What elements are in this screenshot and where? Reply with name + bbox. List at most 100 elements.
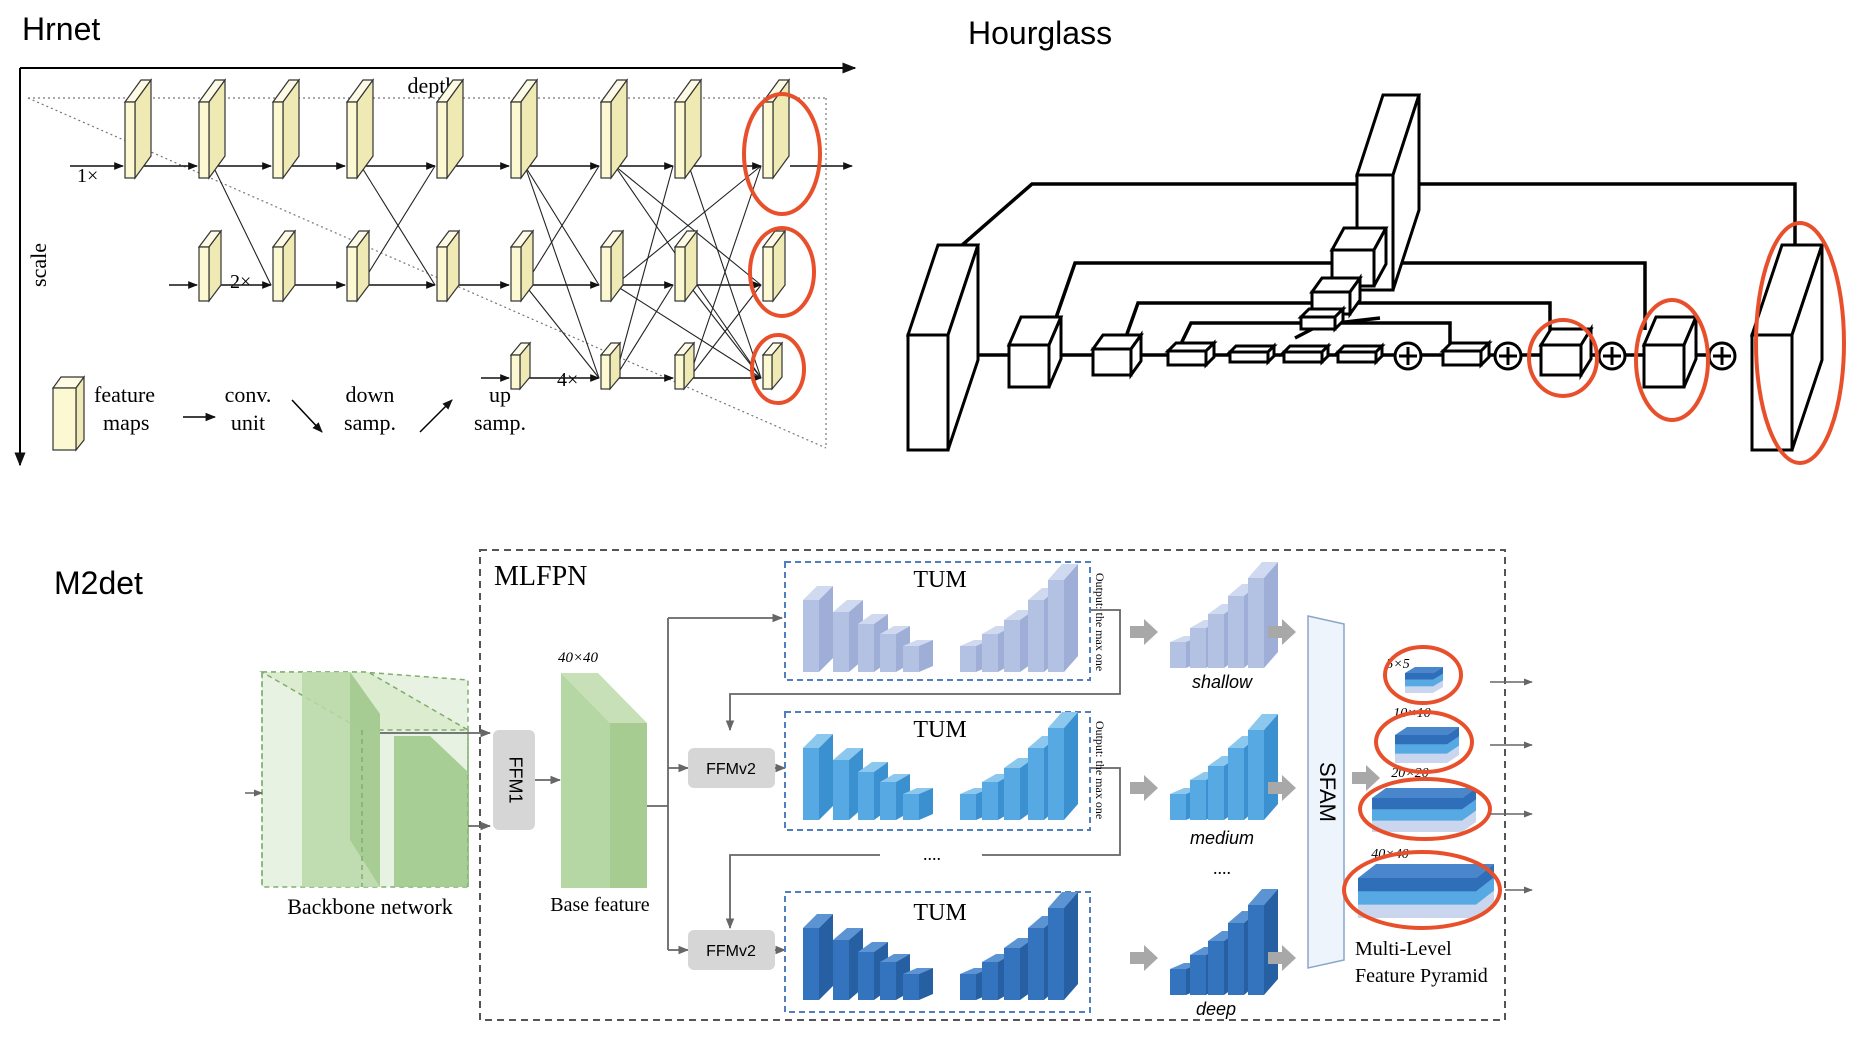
hrnet-feature-map xyxy=(345,229,371,303)
hourglass-block xyxy=(905,243,981,452)
pyramid-level xyxy=(1395,727,1459,763)
medium-deep-dots: .... xyxy=(1213,858,1231,878)
gray-arrow xyxy=(1268,619,1296,645)
tum-decoder-block xyxy=(1048,712,1078,820)
hourglass-block xyxy=(1297,305,1347,333)
hourglass-block xyxy=(1280,342,1332,366)
hrnet-cross-link xyxy=(614,284,762,379)
tum-decoder-block xyxy=(1048,564,1078,672)
output-feature-block xyxy=(1248,889,1278,995)
gray-arrow xyxy=(1268,775,1296,801)
hrnet-feature-map xyxy=(509,78,539,180)
scale-axis-label: scale xyxy=(26,243,51,287)
hourglass-block xyxy=(1439,339,1493,369)
tum-medium-label: TUM xyxy=(913,717,966,743)
tum-blocks xyxy=(803,562,1278,1000)
hourglass-highlight-3 xyxy=(1754,221,1846,465)
tum-deep-label: TUM xyxy=(913,900,966,926)
tum-decoder-block xyxy=(1048,892,1078,1000)
base-feature-size: 40×40 xyxy=(558,650,599,666)
pyramid-slab xyxy=(1372,788,1476,810)
hrnet-feature-map xyxy=(761,341,784,391)
hrnet-feature-map xyxy=(271,229,297,303)
hrnet-cross-link xyxy=(524,165,600,286)
hrnet-cross-link xyxy=(212,165,272,286)
gray-arrow xyxy=(1130,945,1158,971)
m2det-panel: M2det MLFPN Backbone network FFM1 xyxy=(54,549,1533,1021)
hrnet-highlight-2x xyxy=(748,226,816,318)
hrnet-cross-link xyxy=(614,165,674,379)
hourglass-title: Hourglass xyxy=(968,15,1112,51)
hourglass-block xyxy=(1641,315,1699,389)
hourglass-add-node xyxy=(1597,341,1627,371)
sfam-label: SFAM xyxy=(1315,762,1340,822)
hourglass-add-node xyxy=(1493,341,1523,371)
pyramid-label-2: Feature Pyramid xyxy=(1355,965,1488,987)
medium-label: medium xyxy=(1190,828,1254,848)
tum-encoder-block xyxy=(803,586,833,672)
gray-arrow xyxy=(1352,765,1380,791)
pyramid-highlight-5 xyxy=(1383,645,1463,705)
hourglass-block xyxy=(1006,315,1064,389)
hourglass-add-node xyxy=(1393,341,1423,371)
sfam-block xyxy=(1307,615,1345,969)
tum-encoder-block xyxy=(803,914,833,1000)
base-feature-label: Base feature xyxy=(550,894,650,916)
hrnet-feature-map xyxy=(761,229,787,303)
gray-arrow xyxy=(1130,775,1158,801)
mlfpn-frame xyxy=(479,549,1506,1021)
pyramid-output-arrows xyxy=(1490,678,1533,894)
ffmv2-label-1: FFMv2 xyxy=(706,761,756,778)
hrnet-cross-link xyxy=(688,165,762,379)
hourglass-block xyxy=(1334,342,1386,366)
pyramid-slab xyxy=(1405,667,1443,680)
hourglass-highlight-1 xyxy=(1527,318,1599,398)
tum-shallow-frame xyxy=(784,561,1091,681)
hrnet-cross-link xyxy=(524,284,600,379)
pyramid-level xyxy=(1372,788,1476,832)
legend-down-arrow xyxy=(291,399,323,433)
hrnet-feature-map xyxy=(599,229,625,303)
gray-flow-arrows xyxy=(1130,619,1380,971)
tum-shallow-label: TUM xyxy=(913,567,966,593)
pyramid-level xyxy=(1405,667,1443,693)
hrnet-feature-map xyxy=(673,229,699,303)
hrnet-feature-map xyxy=(197,78,227,180)
hrnet-highlight-4x xyxy=(750,333,806,405)
tum-encoder-block xyxy=(903,788,933,820)
hrnet-feature-map xyxy=(673,78,703,180)
hrnet-cross-link xyxy=(688,284,762,379)
hourglass-panel: Hourglass xyxy=(905,15,1846,465)
hrnet-feature-map xyxy=(599,78,629,180)
tum-encoder-block xyxy=(803,734,833,820)
legend-feature-label: feature xyxy=(94,382,155,407)
legend-upsamp-label: samp. xyxy=(474,410,526,435)
hourglass-block xyxy=(1164,339,1218,369)
hrnet-cross-link xyxy=(524,165,600,379)
hrnet-feature-map xyxy=(435,78,465,180)
tum-encoder-block xyxy=(903,640,933,672)
hrnet-panel: Hrnet depth scale 1× 2× 4× feature maps … xyxy=(14,11,857,467)
hrnet-cross-link xyxy=(614,165,762,286)
multi-level-feature-pyramid xyxy=(1358,667,1494,918)
hrnet-feature-map xyxy=(599,341,622,391)
ffm1-label: FFM1 xyxy=(505,757,525,804)
hourglass-block xyxy=(1090,330,1144,380)
backbone-network: Backbone network xyxy=(245,671,492,919)
tum-deep-frame xyxy=(784,891,1091,1013)
pyramid-slab xyxy=(1358,864,1494,892)
legend-unit-label: unit xyxy=(231,410,265,435)
legend-down-label: down xyxy=(346,382,395,407)
hrnet-cross-link xyxy=(360,165,436,286)
legend-downsamp-label: samp. xyxy=(344,410,396,435)
ffm1-box xyxy=(493,730,535,830)
hrnet-feature-map xyxy=(509,229,535,303)
gray-arrow xyxy=(1268,945,1296,971)
legend-maps-label: maps xyxy=(103,410,149,435)
hrnet-feature-map xyxy=(197,229,223,303)
hourglass-block xyxy=(1226,342,1278,366)
pyramid-highlight-20 xyxy=(1358,777,1492,841)
hourglass-highlight-2 xyxy=(1634,298,1710,422)
hrnet-cross-link xyxy=(614,284,674,379)
